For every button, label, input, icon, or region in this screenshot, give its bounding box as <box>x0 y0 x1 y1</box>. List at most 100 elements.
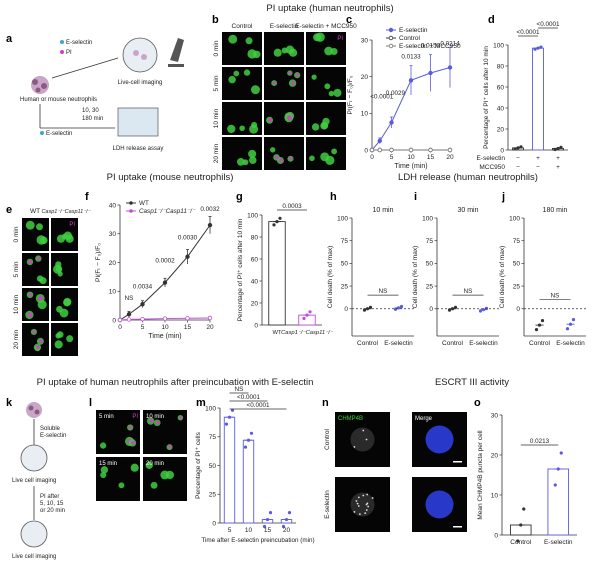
b-tile <box>264 67 304 100</box>
chart-o-category-label: E-selectin <box>544 539 573 546</box>
chart-j-y-tick-label: 100 <box>509 215 520 222</box>
chart-j-replicate-dot <box>568 322 573 326</box>
chart-d-y-tick-label: 80 <box>497 63 505 70</box>
chart-m-replicate-dot <box>262 524 267 529</box>
panel-letter-d: d <box>488 14 495 26</box>
chart-h-sig-label: NS <box>379 288 388 295</box>
chart-g-y-tick-label: 20 <box>251 300 259 307</box>
chart-i-replicate-dot <box>447 308 452 312</box>
neutrophil-cluster-icon-k <box>26 402 42 418</box>
chart-c-data-point <box>428 70 433 76</box>
chart-c-data-point <box>369 147 375 153</box>
chart-f-y-tick-label: 40 <box>109 202 117 209</box>
chart-c-x-tick-label: 0 <box>370 154 374 161</box>
b-tile-cell <box>227 124 236 134</box>
chart-f-annotation: NS <box>125 295 134 302</box>
chart-d-y-tick-label: 0 <box>500 147 504 154</box>
chart-g-replicate-dot <box>272 223 276 227</box>
panel-letter-o: o <box>474 397 481 409</box>
l-tile-pi <box>168 445 172 449</box>
chart-g-replicate-dot <box>308 310 312 314</box>
chart-m-category-label: 15 <box>264 527 272 534</box>
chart-c-data-point <box>408 78 414 83</box>
panel-letter-f: f <box>85 191 89 203</box>
b-tile-cell <box>311 74 317 80</box>
b-tile-cell <box>233 70 240 77</box>
chart-h-replicate-dot <box>399 304 404 309</box>
e-tile-pi <box>38 295 44 302</box>
chart-d-bar <box>532 47 544 151</box>
n-punctum <box>365 438 368 441</box>
n-punctum <box>365 509 368 511</box>
b-tile-cell <box>315 32 325 42</box>
chart-m-category-label: 20 <box>283 527 291 534</box>
chart-d-replicate-dot <box>559 145 563 149</box>
b-tile <box>222 67 262 100</box>
l-tile-pi <box>128 425 133 430</box>
chart-i-replicate-dot <box>453 305 458 310</box>
chart-f-y-tick-label: 30 <box>109 231 117 238</box>
schematic-k: Soluble E-selectin Live cell imaging PI … <box>12 402 66 560</box>
chart-i-title: 30 min <box>457 207 478 214</box>
panel-letter-n: n <box>322 397 329 409</box>
b-row-label: 0 min <box>213 40 220 56</box>
l-tile-pi <box>130 440 136 446</box>
chart-c-annotation: 0.0150 <box>421 42 441 49</box>
chart-d-y-tick-label: 100 <box>493 42 504 49</box>
chart-c-legend-marker <box>388 35 394 41</box>
chart-m-replicate-dot <box>227 415 232 419</box>
b-tile-pi <box>272 81 277 85</box>
chart-m-replicate-dot <box>284 517 289 522</box>
chart-o-replicate-dot <box>556 467 560 471</box>
e-tile-pi <box>32 330 37 334</box>
chart-f-data-point <box>126 317 132 322</box>
n-punctum <box>371 497 374 499</box>
b-tile-pi <box>275 155 279 160</box>
n-nucleus <box>425 425 454 454</box>
panel-letter-g: g <box>236 191 243 203</box>
chart-i-replicate-dot <box>478 309 483 313</box>
eselectin-dot-icon-2 <box>40 131 44 135</box>
e-tile-cell <box>66 335 74 343</box>
chart-c-legend-label: E-selectin + MCC950 <box>399 43 461 50</box>
times-label-2: 180 min <box>82 116 103 122</box>
chart-o-y-tick-label: 0 <box>494 532 498 539</box>
chart-f-data-point <box>162 316 168 321</box>
chart-f-x-tick-label: 20 <box>206 324 214 331</box>
b-tile <box>222 32 262 65</box>
chart-m-replicate-dot <box>281 524 286 529</box>
chart-f-x-label: Time (min) <box>148 333 181 340</box>
panel-letter-c: c <box>346 14 352 26</box>
n-col-label-merge: Merge <box>415 416 433 422</box>
e-pi-tag: PI <box>69 222 75 228</box>
e-tile-cell <box>39 277 47 285</box>
e-tile-cell <box>54 340 63 349</box>
panel-letter-m: m <box>196 397 206 409</box>
chart-o-bar <box>547 468 570 536</box>
b-tile-cell <box>243 69 251 76</box>
e-tile-cell <box>37 300 47 310</box>
chart-h-y-tick-label: 100 <box>337 215 348 222</box>
n-punctum <box>355 500 358 502</box>
b-col-label: Control <box>232 23 254 30</box>
chart-c-data-point <box>447 147 453 153</box>
chart-d-row-label: E-selectin <box>476 155 505 162</box>
chart-c-annotation: <0.0001 <box>370 94 393 101</box>
n-row-label: E-selectin <box>324 490 331 519</box>
chart-i-y-tick-label: 75 <box>426 238 434 245</box>
panel-letter-a: a <box>6 33 13 45</box>
b-tile-cell <box>333 88 342 97</box>
chart-c-data-point <box>389 120 394 125</box>
n-punctum <box>353 511 356 513</box>
chart-c-x-tick-label: 15 <box>427 154 435 161</box>
n-punctum <box>366 493 369 496</box>
chart-h-category-label: E-selectin <box>384 340 413 347</box>
chart-c-x-label: Time (min) <box>394 163 427 170</box>
chart-i-replicate-dot <box>450 307 455 311</box>
chart-i-y-tick-label: 100 <box>422 215 433 222</box>
chart-f-x-tick-label: 15 <box>184 324 192 331</box>
b-tile-cell <box>250 85 260 95</box>
b-pi-tag: PI <box>337 36 343 42</box>
n-punctum <box>367 505 370 508</box>
chart-c-y-tick-label: 10 <box>361 111 369 118</box>
